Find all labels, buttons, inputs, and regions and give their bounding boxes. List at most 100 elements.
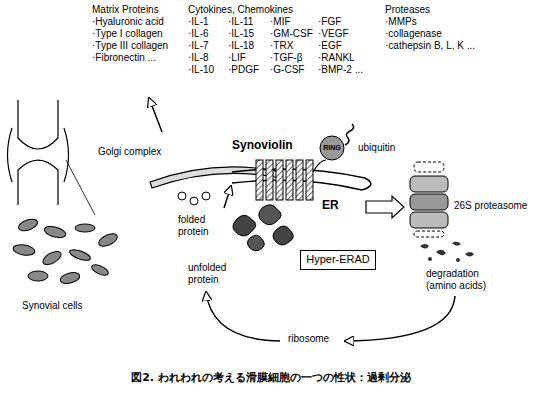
synovial-cells-drawing — [12, 243, 35, 257]
ubiquitin-chain — [345, 124, 354, 145]
protein-name: ·MIF — [270, 16, 291, 28]
protein-name: Synoviolin — [232, 138, 293, 152]
joint-drawing — [18, 100, 58, 149]
ring-domain: RING — [319, 135, 345, 161]
protein-name: ·Hyaluronic acid — [92, 16, 164, 28]
recycling-arrow — [206, 292, 280, 341]
protein-name: ·collagenase — [385, 28, 442, 40]
secretion-arrow — [149, 98, 162, 132]
unfolded-proteins — [259, 205, 281, 225]
node-text: RING — [323, 144, 341, 152]
protein-name: ·cathepsin B, L, K ... — [385, 40, 475, 52]
synovial-cells-drawing — [12, 217, 119, 286]
organelle-label: ribosome — [288, 333, 329, 345]
joint-drawing — [64, 128, 69, 182]
joint-drawing — [66, 160, 95, 215]
protein-name: ·IL-10 — [188, 64, 214, 76]
ubiquitin-chain — [345, 124, 354, 145]
protein-name: ·TRX — [270, 40, 293, 52]
protein-name: ·G-CSF — [270, 64, 304, 76]
protein-name: ·IL-1 — [188, 16, 209, 28]
recycling-arrow — [206, 292, 455, 341]
transfer-arrow — [366, 196, 404, 218]
organelle-label: Golgi complex — [98, 146, 161, 158]
category-heading: Cytokines, Chemokines — [188, 4, 293, 16]
protein-name: ·LIF — [228, 52, 246, 64]
protein-name: ·Fibronectin ... — [92, 52, 156, 64]
protein-name: ·FGF — [318, 16, 341, 28]
protein-name: ·IL-8 — [188, 52, 209, 64]
protein-name: ·TGF-β — [270, 52, 302, 64]
synovial-cells-drawing — [28, 271, 48, 281]
synovial-cells-drawing — [41, 249, 63, 268]
secretion-arrow — [149, 98, 162, 132]
peptide-fragments — [420, 244, 429, 249]
joint-drawing — [8, 128, 13, 182]
unfolded-proteins — [233, 205, 293, 251]
figure-caption: 図2. われわれの考える滑膜細胞の一つの性状：過剰分泌 — [0, 370, 542, 385]
synovial-cells-drawing — [43, 224, 67, 239]
protein-name: ·EGF — [318, 40, 342, 52]
protein-name: ·IL-6 — [188, 28, 209, 40]
proteasome — [410, 162, 448, 237]
peptide-fragments — [465, 252, 474, 257]
golgi-complex — [178, 192, 186, 200]
joint-drawing — [18, 160, 58, 205]
synovial-cells-drawing — [75, 224, 95, 232]
golgi-complex — [202, 192, 210, 200]
protein-name: ·IL-7 — [188, 40, 209, 52]
protein-name: ·VEGF — [318, 28, 349, 40]
recycling-arrow — [345, 296, 455, 341]
golgi-complex — [190, 197, 198, 205]
cell-label: Synovial cells — [22, 300, 83, 312]
transmembrane-protein — [286, 160, 293, 200]
unfolded-proteins — [233, 215, 256, 236]
joint-drawing — [8, 100, 96, 215]
synovial-cells-drawing — [59, 271, 81, 286]
protein-name: ·PDGF — [228, 64, 259, 76]
molecule-label: folded protein — [178, 214, 224, 238]
protein-name: ·IL-11 — [228, 16, 253, 28]
protein-name: ·IL-18 — [228, 40, 254, 52]
peptide-fragments — [420, 242, 474, 262]
organelle-label: 26S proteasome — [454, 200, 527, 212]
protein-name: ·RANKL — [318, 52, 355, 64]
peptide-fragments — [452, 242, 461, 246]
transmembrane-protein — [313, 160, 326, 172]
unfolded-proteins — [273, 226, 293, 245]
transmembrane-protein — [296, 160, 303, 200]
protein-name: ·BMP-2 ... — [318, 64, 363, 76]
transmembrane-protein — [266, 160, 273, 200]
process-box-outline — [301, 251, 376, 270]
transmembrane-protein — [306, 160, 313, 200]
transport-arrow — [224, 186, 231, 208]
transmembrane-protein — [276, 160, 283, 200]
unfolded-proteins — [248, 235, 265, 251]
synovial-cells-drawing — [97, 231, 119, 249]
organelle-label: ER — [322, 198, 339, 212]
protein-name: ·Type III collagen — [92, 40, 168, 52]
category-heading: Proteases — [385, 4, 430, 16]
molecule-label: ubiquitin — [358, 142, 395, 154]
node-text: Hyper-ERAD — [306, 253, 370, 266]
protein-name: ·IL-15 — [228, 28, 254, 40]
peptide-fragments — [428, 257, 432, 261]
transmembrane-protein — [256, 160, 326, 200]
synovial-cells-drawing — [17, 217, 39, 233]
proteasome — [410, 176, 448, 192]
transmembrane-protein — [256, 160, 263, 200]
process-label: degradation (amino acids) — [426, 268, 510, 292]
proteasome — [410, 194, 448, 210]
proteasome — [414, 162, 444, 172]
transport-arrow — [224, 186, 231, 208]
proteasome — [414, 231, 444, 237]
proteasome — [410, 212, 448, 228]
synovial-cells-drawing — [68, 247, 91, 262]
molecule-label: unfolded protein — [188, 262, 244, 286]
protein-name: ·Type I collagen — [92, 28, 163, 40]
peptide-fragments — [456, 258, 460, 262]
transfer-arrow — [366, 196, 404, 218]
ring-domain-outline — [320, 136, 344, 160]
process-box: Hyper-ERAD — [300, 250, 376, 270]
